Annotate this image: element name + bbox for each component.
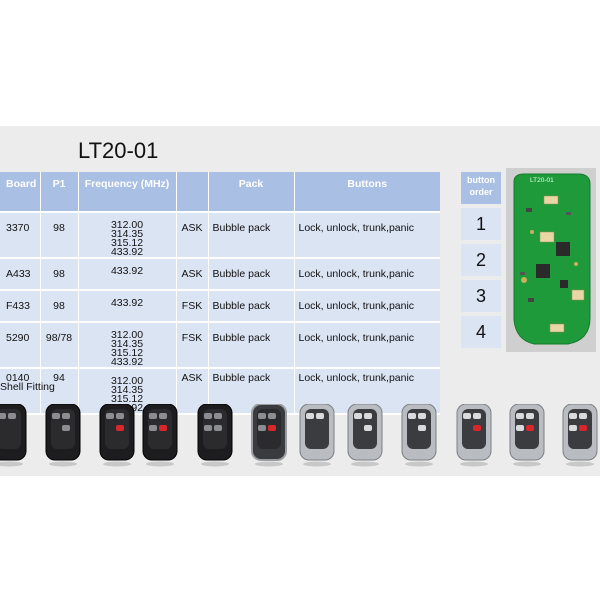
freq-value: 315.12 bbox=[110, 237, 144, 249]
table-row: 3370 98 312.00 314.35 315.12 433.92 ASK … bbox=[0, 212, 440, 258]
freq-value: 312.00 bbox=[110, 329, 144, 341]
freq-value: 315.12 bbox=[110, 347, 144, 359]
button-order-number: 1 bbox=[461, 208, 501, 240]
cell-modulation: FSK bbox=[176, 322, 209, 368]
freq-value: 314.35 bbox=[110, 228, 144, 240]
cell-pack: Bubble pack bbox=[208, 212, 295, 258]
pcb-label: LT20-01 bbox=[530, 177, 554, 184]
cell-p1: 98 bbox=[40, 290, 79, 322]
button-order-number: 2 bbox=[461, 244, 501, 276]
cell-p1: 98 bbox=[40, 258, 79, 290]
remote-key-9 bbox=[401, 403, 437, 467]
remote-key-1 bbox=[0, 403, 27, 467]
remote-key-11 bbox=[509, 403, 545, 467]
cell-frequency: 312.00 314.35 315.12 433.92 bbox=[78, 212, 177, 258]
button-order-header: button order bbox=[461, 172, 501, 204]
cell-board: 5290 bbox=[0, 322, 41, 368]
freq-value: 433.92 bbox=[110, 265, 144, 277]
button-order-number: 4 bbox=[461, 316, 501, 348]
table-row: A433 98 433.92 ASK Bubble pack Lock, unl… bbox=[0, 258, 440, 290]
cell-buttons: Lock, unlock, trunk,panic bbox=[294, 258, 440, 290]
cell-frequency: 433.92 bbox=[78, 290, 177, 322]
freq-value: 312.00 bbox=[110, 375, 144, 387]
spec-table: Board P1 Frequency (MHz) Pack Buttons 33… bbox=[0, 172, 440, 415]
cell-buttons: Lock, unlock, trunk,panic bbox=[294, 212, 440, 258]
remote-key-5 bbox=[197, 403, 233, 467]
remote-key-2 bbox=[45, 403, 81, 467]
remote-key-12 bbox=[562, 403, 598, 467]
cell-board: F433 bbox=[0, 290, 41, 322]
remote-key-8 bbox=[347, 403, 383, 467]
cell-frequency: 312.00 314.35 315.12 433.92 bbox=[78, 322, 177, 368]
cell-pack: Bubble pack bbox=[208, 322, 295, 368]
freq-value: 314.35 bbox=[110, 338, 144, 350]
header-modulation bbox=[176, 172, 209, 212]
button-order-column: button order 1 2 3 4 bbox=[461, 172, 501, 348]
remote-keys-svg bbox=[0, 403, 598, 467]
cell-modulation: ASK bbox=[176, 258, 209, 290]
cell-modulation: FSK bbox=[176, 290, 209, 322]
freq-value: 433.92 bbox=[110, 246, 144, 258]
freq-value: 312.00 bbox=[110, 219, 144, 231]
pcb-photo: LT20-01 bbox=[506, 168, 596, 352]
header-pack: Pack bbox=[208, 172, 295, 212]
cell-buttons: Lock, unlock, trunk,panic bbox=[294, 322, 440, 368]
table-header-row: Board P1 Frequency (MHz) Pack Buttons bbox=[0, 172, 440, 212]
cell-p1: 98/78 bbox=[40, 322, 79, 368]
freq-value: 314.35 bbox=[110, 384, 144, 396]
cell-pack: Bubble pack bbox=[208, 290, 295, 322]
remote-key-10 bbox=[456, 403, 492, 467]
table-row: 5290 98/78 312.00 314.35 315.12 433.92 F… bbox=[0, 322, 440, 368]
table-row: F433 98 433.92 FSK Bubble pack Lock, unl… bbox=[0, 290, 440, 322]
cell-board: A433 bbox=[0, 258, 41, 290]
remote-key-7 bbox=[299, 403, 335, 467]
remote-key-4 bbox=[142, 403, 178, 467]
button-order-number: 3 bbox=[461, 280, 501, 312]
cell-pack: Bubble pack bbox=[208, 258, 295, 290]
remote-key-6 bbox=[251, 403, 287, 467]
cell-modulation: ASK bbox=[176, 212, 209, 258]
page-title: LT20-01 bbox=[78, 138, 159, 163]
freq-value: 315.12 bbox=[110, 393, 144, 405]
freq-value: 433.92 bbox=[110, 297, 144, 309]
shell-fitting-note: Shell Fitting bbox=[0, 381, 55, 393]
remote-key-3 bbox=[99, 403, 135, 467]
freq-value: 433.92 bbox=[110, 356, 144, 368]
header-frequency: Frequency (MHz) bbox=[78, 172, 177, 212]
cell-frequency: 433.92 bbox=[78, 258, 177, 290]
pcb-board-image: LT20-01 bbox=[506, 168, 596, 352]
header-p1: P1 bbox=[40, 172, 79, 212]
header-board: Board bbox=[0, 172, 41, 212]
cell-p1: 98 bbox=[40, 212, 79, 258]
header-buttons: Buttons bbox=[294, 172, 440, 212]
remote-key-strip bbox=[0, 403, 600, 470]
cell-buttons: Lock, unlock, trunk,panic bbox=[294, 290, 440, 322]
cell-board: 3370 bbox=[0, 212, 41, 258]
